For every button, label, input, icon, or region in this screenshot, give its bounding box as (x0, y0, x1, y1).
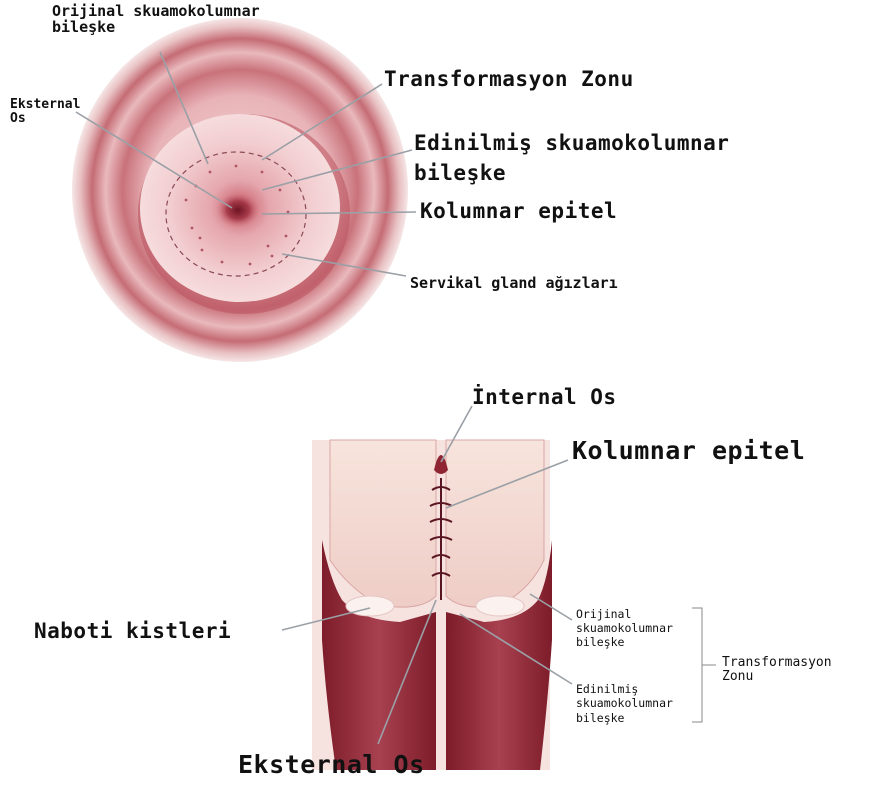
cervix-front-view (72, 18, 408, 362)
label-section-acquired-scj: Edinilmiş skuamokolumnar bileşke (576, 682, 673, 725)
label-top-original-scj: Orijinal skuamokolumnar bileşke (52, 4, 260, 36)
label-section-transformation-zone: Transformasyon Zonu (722, 656, 832, 683)
label-internal-os: İnternal Os (472, 386, 617, 408)
right-cervical-column (446, 440, 544, 607)
label-section-columnar-epithelium: Kolumnar epitel (572, 438, 805, 464)
nabothian-cyst-right (476, 596, 524, 616)
label-top-gland-openings: Servikal gland ağızları (410, 276, 618, 292)
external-os-opening (216, 192, 260, 228)
label-section-external-os: Eksternal Os (238, 752, 425, 778)
label-nabothian-cysts: Naboti kistleri (34, 620, 231, 642)
label-top-external-os: Eksternal Os (10, 98, 80, 125)
label-top-acquired-scj: Edinilmiş skuamokolumnar bileşke (414, 128, 729, 189)
label-section-original-scj: Orijinal skuamokolumnar bileşke (576, 608, 673, 649)
label-top-transformation-zone: Transformasyon Zonu (384, 68, 634, 90)
tz-bracket (692, 608, 702, 722)
label-top-columnar-epithelium: Kolumnar epitel (420, 200, 617, 222)
